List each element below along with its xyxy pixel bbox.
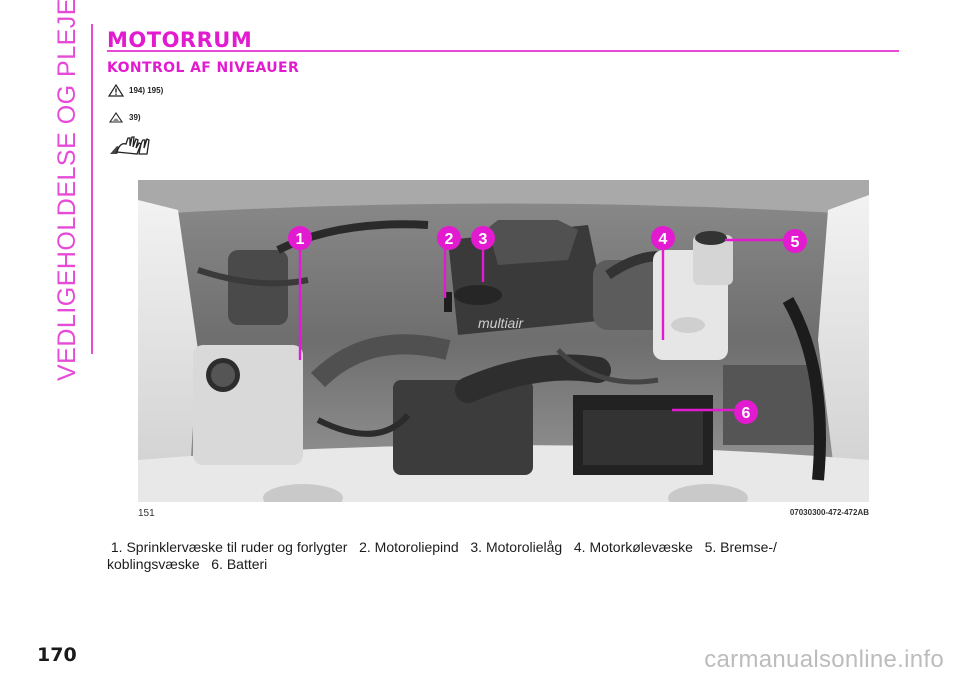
callout-marker-2: 2 bbox=[437, 226, 461, 250]
callout-number-1: 1 bbox=[296, 231, 305, 248]
watermark: carmanualsonline.info bbox=[704, 646, 944, 673]
oil-filler-cap bbox=[454, 285, 502, 305]
chapter-side-title: VEDLIGEHOLDELSE OG PLEJE bbox=[50, 0, 84, 380]
note-reference-row: 39) bbox=[108, 111, 141, 123]
figure-number: 151 bbox=[138, 508, 155, 519]
callout-marker-5: 5 bbox=[783, 229, 807, 253]
warning-reference-row: 194) 195) bbox=[108, 84, 163, 97]
engine-cover-text: multiair bbox=[478, 315, 524, 331]
callout-number-3: 3 bbox=[479, 231, 488, 248]
gloves-environment-icon bbox=[110, 136, 150, 155]
washer-fluid-reservoir bbox=[193, 345, 303, 465]
chapter-side-title-text: VEDLIGEHOLDELSE OG PLEJE bbox=[52, 0, 81, 381]
left-fender bbox=[138, 200, 198, 502]
right-fender bbox=[818, 195, 869, 502]
oil-dipstick bbox=[444, 292, 452, 312]
figure-caption-line-2: koblingsvæske 6. Batteri bbox=[107, 556, 268, 572]
callout-marker-4: 4 bbox=[651, 226, 675, 250]
page-title: MOTORRUM bbox=[107, 28, 253, 52]
callout-marker-6: 6 bbox=[734, 400, 758, 424]
side-divider bbox=[91, 24, 93, 354]
note-reference-numbers: 39) bbox=[129, 112, 141, 122]
callout-number-5: 5 bbox=[791, 234, 800, 251]
figure-caption: 1. Sprinklervæske til ruder og forlygter… bbox=[107, 539, 837, 573]
page-number: 170 bbox=[37, 644, 77, 666]
callout-marker-1: 1 bbox=[288, 226, 312, 250]
important-note-icon bbox=[108, 112, 124, 123]
engine-bay-figure: multiair bbox=[138, 180, 869, 502]
callout-markers: 1 2 3 4 5 6 bbox=[288, 226, 807, 424]
warning-triangle-icon bbox=[108, 84, 124, 97]
figure-caption-line-1: 1. Sprinklervæske til ruder og forlygter… bbox=[107, 539, 777, 555]
callout-marker-3: 3 bbox=[471, 226, 495, 250]
callout-number-2: 2 bbox=[445, 231, 454, 248]
section-title: KONTROL AF NIVEAUER bbox=[107, 60, 300, 76]
title-divider bbox=[107, 50, 899, 52]
callout-number-4: 4 bbox=[659, 231, 668, 248]
figure-reference-code: 07030300-472-472AB bbox=[789, 508, 869, 517]
callout-number-6: 6 bbox=[742, 405, 751, 422]
brake-fluid-reservoir bbox=[693, 235, 733, 285]
air-filter-box bbox=[393, 380, 533, 475]
warning-reference-numbers: 194) 195) bbox=[129, 86, 164, 95]
engine-bay-illustration: multiair bbox=[138, 180, 869, 502]
